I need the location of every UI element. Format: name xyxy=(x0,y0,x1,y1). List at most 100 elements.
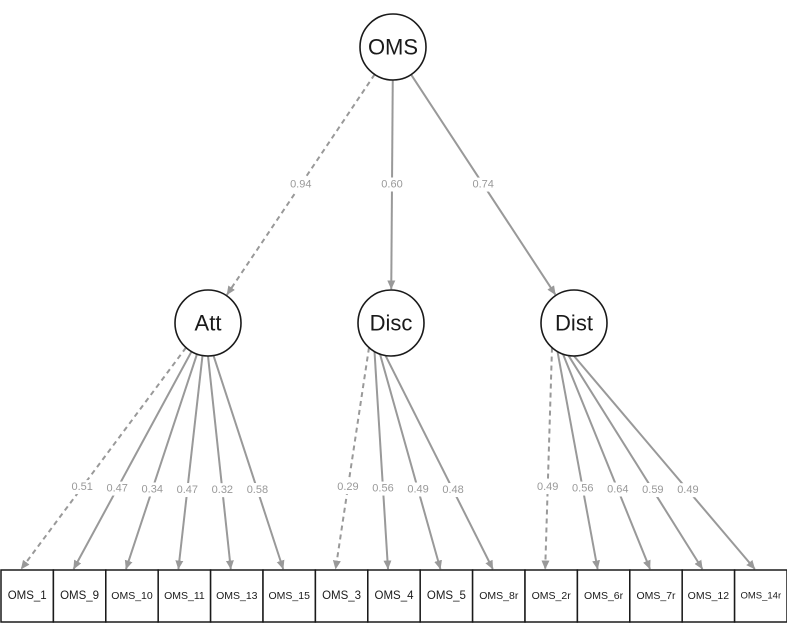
loading-label-oms-1-group: 0.51 xyxy=(71,480,94,495)
loading-label-oms-13-bg xyxy=(211,483,234,498)
loading-label-oms-8r-group: 0.48 xyxy=(442,483,465,498)
indicator-box-oms-3 xyxy=(314,569,369,623)
indicator-box-oms-1 xyxy=(0,569,55,623)
loading-label-oms-2r: 0.49 xyxy=(537,481,558,493)
loading-label-oms-5-bg xyxy=(407,482,430,497)
indicator-label-oms-4: OMS_4 xyxy=(375,590,415,602)
path-att-to-oms-11 xyxy=(175,355,204,570)
loading-label-oms-14r-bg xyxy=(676,483,699,498)
loading-label-oms-12-bg xyxy=(641,483,664,498)
latent-circle-oms xyxy=(359,13,427,81)
loading-label-oms-12-group: 0.59 xyxy=(641,483,664,498)
loading-label-oms-8r: 0.48 xyxy=(442,484,463,496)
indicator-node-oms-2r: OMS_2r xyxy=(524,569,579,623)
loading-label-att-group: 0.94 xyxy=(289,177,312,192)
loading-label-oms-4-bg xyxy=(372,481,395,496)
loading-label-dist: 0.74 xyxy=(473,179,494,191)
loading-label-oms-12: 0.59 xyxy=(642,484,663,496)
loading-label-oms-11-group: 0.47 xyxy=(176,483,199,498)
loading-label-oms-5-group: 0.49 xyxy=(407,482,430,497)
loading-label-oms-3-bg xyxy=(336,480,359,495)
loading-label-dist-bg xyxy=(472,177,495,192)
path-dist-to-oms-12 xyxy=(567,355,704,570)
loading-label-oms-10-bg xyxy=(141,482,164,497)
path-dist-to-oms-14r xyxy=(573,355,756,570)
loading-label-oms-1-bg xyxy=(71,480,94,495)
indicator-label-oms-3: OMS_3 xyxy=(322,590,361,602)
loading-label-oms-3: 0.29 xyxy=(337,481,358,493)
indicator-node-oms-7r: OMS_7r xyxy=(629,569,683,623)
loading-label-oms-8r-bg xyxy=(442,483,465,498)
indicator-label-oms-14r: OMS_14r xyxy=(740,591,781,602)
path-att-to-oms-15 xyxy=(212,355,285,570)
indicator-node-oms-14r: OMS_14r xyxy=(733,569,787,623)
path-dist-to-oms-6r xyxy=(556,351,600,570)
path-dist-to-oms-7r xyxy=(562,353,651,570)
loading-label-oms-13: 0.32 xyxy=(212,484,233,496)
indicator-label-oms-8r: OMS_8r xyxy=(479,590,519,602)
loading-label-oms-10-group: 0.34 xyxy=(141,482,164,497)
indicator-box-oms-4 xyxy=(367,569,421,623)
edges-layer xyxy=(20,73,756,570)
loading-label-disc-group: 0.60 xyxy=(381,177,404,192)
loading-label-oms-6r: 0.56 xyxy=(572,483,593,495)
latent-circle-att xyxy=(174,289,242,357)
indicator-box-oms-13 xyxy=(209,569,264,623)
indicator-box-oms-5 xyxy=(419,569,474,623)
indicator-label-oms-10: OMS_10 xyxy=(111,590,153,602)
indicator-box-oms-9 xyxy=(52,569,107,623)
indicator-label-oms-15: OMS_15 xyxy=(268,590,310,602)
indicator-node-oms-9: OMS_9 xyxy=(52,569,107,623)
path-att-to-oms-9 xyxy=(72,351,193,570)
loading-label-oms-2r-group: 0.49 xyxy=(536,480,559,495)
loading-label-oms-14r-group: 0.49 xyxy=(676,483,699,498)
path-disc-to-oms-5 xyxy=(379,353,442,570)
loading-label-oms-15-group: 0.58 xyxy=(246,483,269,498)
indicator-node-oms-10: OMS_10 xyxy=(105,569,159,623)
latent-circle-dist xyxy=(540,289,608,357)
loading-label-oms-4: 0.56 xyxy=(372,483,393,495)
indicator-box-oms-12 xyxy=(681,569,736,623)
latent-node-oms: OMS xyxy=(359,13,427,81)
indicator-box-oms-7r xyxy=(629,569,683,623)
path-dist-to-oms-2r xyxy=(541,347,553,570)
path-att-to-oms-1 xyxy=(20,346,187,570)
indicator-label-oms-13: OMS_13 xyxy=(216,590,258,602)
path-att-to-oms-13 xyxy=(207,355,234,570)
loading-label-oms-9-bg xyxy=(106,481,129,496)
indicator-node-oms-4: OMS_4 xyxy=(367,569,421,623)
loading-label-oms-9-group: 0.47 xyxy=(106,481,129,496)
indicator-node-oms-5: OMS_5 xyxy=(419,569,474,623)
loading-label-oms-11: 0.47 xyxy=(177,484,198,496)
latent-node-dist: Dist xyxy=(540,289,608,357)
loading-label-oms-5: 0.49 xyxy=(407,483,428,495)
indicator-node-oms-13: OMS_13 xyxy=(209,569,264,623)
indicator-box-oms-10 xyxy=(105,569,159,623)
latent-label-oms: OMS xyxy=(368,35,418,60)
path-disc-to-oms-8r xyxy=(384,355,494,570)
loading-label-oms-6r-bg xyxy=(571,481,594,496)
loading-label-dist-group: 0.74 xyxy=(472,177,495,192)
indicator-box-oms-8r xyxy=(471,569,526,623)
loading-label-oms-14r: 0.49 xyxy=(677,484,698,496)
loading-label-oms-11-bg xyxy=(176,483,199,498)
indicator-box-oms-14r xyxy=(733,569,787,623)
loading-label-oms-13-group: 0.32 xyxy=(211,483,234,498)
loading-label-oms-4-group: 0.56 xyxy=(372,481,395,496)
indicator-label-oms-7r: OMS_7r xyxy=(636,590,676,602)
indicator-node-oms-3: OMS_3 xyxy=(314,569,369,623)
loading-label-disc: 0.60 xyxy=(381,179,402,191)
indicator-label-oms-2r: OMS_2r xyxy=(532,590,572,602)
indicator-node-oms-12: OMS_12 xyxy=(681,569,736,623)
indicator-label-oms-5: OMS_5 xyxy=(427,590,466,602)
latent-node-att: Att xyxy=(174,289,242,357)
path-disc-to-oms-3 xyxy=(332,347,370,570)
latent-label-att: Att xyxy=(195,311,222,336)
indicator-box-oms-2r xyxy=(524,569,579,623)
loading-label-oms-1: 0.51 xyxy=(71,481,92,493)
loading-label-disc-bg xyxy=(381,177,404,192)
indicator-box-oms-6r xyxy=(576,569,631,623)
latent-circle-disc xyxy=(357,289,425,357)
loading-label-oms-6r-group: 0.56 xyxy=(571,481,594,496)
